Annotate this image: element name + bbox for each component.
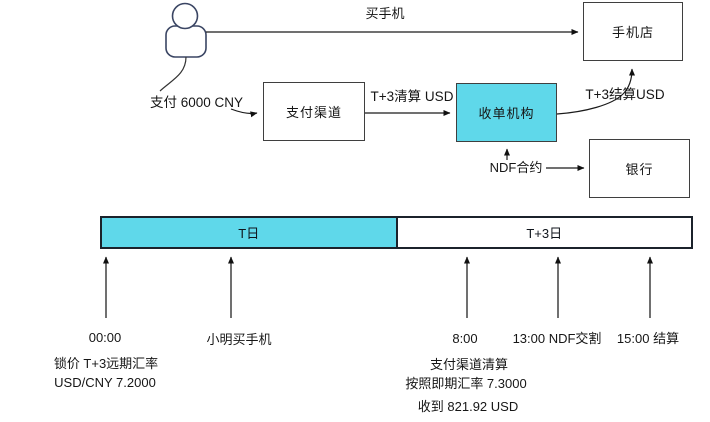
- timeline-bar: T日 T+3日: [100, 216, 693, 249]
- note-lock-rate-line1: 锁价 T+3远期汇率: [53, 356, 159, 371]
- edge-label-ndf-contract: NDF合约: [489, 160, 543, 175]
- node-acquirer: 收单机构: [456, 83, 557, 142]
- node-phone-store: 手机店: [583, 2, 683, 61]
- timeline-event-arrows: [103, 256, 653, 318]
- person-icon: [165, 2, 207, 58]
- note-clearing-line2: 按照即期汇率 7.3000: [405, 376, 527, 391]
- edge-label-pay-cny: 支付 6000 CNY: [150, 95, 244, 110]
- event-label-1300-ndf-delivery: 13:00 NDF交割: [512, 331, 602, 346]
- node-bank: 银行: [589, 139, 690, 198]
- event-label-1500-settlement: 15:00 结算: [616, 331, 680, 346]
- timeline-segment-t-day: T日: [102, 218, 398, 247]
- event-label-xiaoming-buys-phone: 小明买手机: [206, 332, 272, 347]
- timeline-segment-t3-day: T+3日: [526, 226, 563, 241]
- edge-label-t3-clearing: T+3清算 USD: [370, 89, 454, 104]
- note-lock-rate-line2: USD/CNY 7.2000: [54, 375, 156, 390]
- edge-label-t3-settlement: T+3结算USD: [585, 87, 665, 102]
- event-label-0000: 00:00: [88, 330, 122, 345]
- note-received-usd: 收到 821.92 USD: [417, 399, 519, 414]
- note-clearing-line1: 支付渠道清算: [429, 357, 509, 372]
- node-payment-channel: 支付渠道: [263, 82, 365, 141]
- edge-pay-curve: [159, 56, 187, 92]
- edge-label-buy-phone: 买手机: [365, 6, 405, 21]
- event-label-0800: 8:00: [452, 331, 478, 346]
